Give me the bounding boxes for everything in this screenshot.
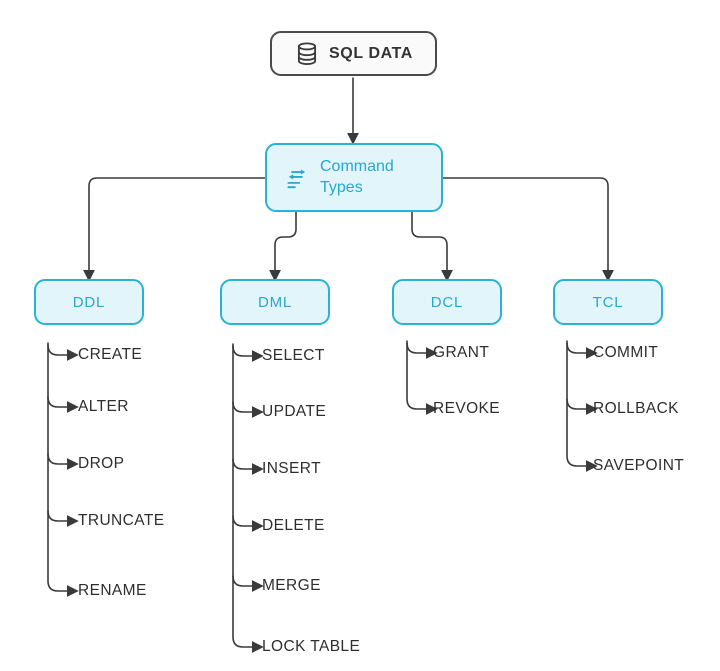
ddl-item-create: CREATE: [78, 346, 143, 363]
tcl-item-rollback: ROLLBACK: [593, 400, 679, 417]
dml-item-lock-table: LOCK TABLE: [262, 638, 361, 655]
connector-dml-item-update: [232, 401, 264, 418]
connector-dml-item-select: [232, 345, 264, 362]
connector-dml-item-insert: [232, 458, 264, 475]
dml-item-delete: DELETE: [262, 517, 325, 534]
dml-item-merge: MERGE: [262, 577, 321, 594]
ddl-item-truncate: TRUNCATE: [78, 512, 165, 529]
ddl-item-drop: DROP: [78, 455, 125, 472]
dml-item-insert: INSERT: [262, 460, 321, 477]
connector-tcl-item-rollback: [566, 398, 598, 415]
connector-ddl-item-create: [47, 344, 79, 361]
connector-dcl-item-grant: [406, 342, 438, 359]
connector-dcl-trunk: [406, 340, 438, 415]
connector-ddl-item-truncate: [47, 510, 79, 527]
connector-hub-to-dcl: [411, 211, 453, 282]
node-sql-data: SQL DATA: [270, 31, 437, 76]
connector-dml-item-merge: [232, 575, 264, 592]
node-tcl: TCL: [553, 279, 663, 325]
dml-item-select: SELECT: [262, 347, 325, 364]
connector-hub-to-tcl: [442, 177, 614, 282]
dcl-item-revoke: REVOKE: [433, 400, 501, 417]
ddl-item-alter: ALTER: [78, 398, 129, 415]
connector-dml-item-delete: [232, 515, 264, 532]
command-types-icon: [284, 165, 310, 191]
connector-tcl-item-commit: [566, 342, 598, 359]
connector-ddl-item-drop: [47, 453, 79, 470]
connector-hub-to-ddl: [83, 177, 266, 282]
root-label: SQL DATA: [329, 44, 413, 62]
dcl-item-grant: GRANT: [433, 344, 490, 361]
node-dml: DML: [220, 279, 330, 325]
ddl-label: DDL: [72, 293, 106, 311]
tcl-item-commit: COMMIT: [593, 344, 659, 361]
node-command-types: Command Types: [265, 143, 443, 212]
connector-ddl-trunk: [47, 342, 79, 597]
dml-item-update: UPDATE: [262, 403, 327, 420]
connector-hub-to-dml: [269, 211, 297, 282]
hub-label: Command Types: [320, 157, 394, 196]
connector-dml-trunk: [232, 343, 264, 653]
dml-label: DML: [257, 293, 293, 311]
tcl-item-savepoint: SAVEPOINT: [593, 457, 685, 474]
node-ddl: DDL: [34, 279, 144, 325]
connector-tcl-trunk: [566, 340, 598, 472]
node-dcl: DCL: [392, 279, 502, 325]
tcl-label: TCL: [592, 293, 624, 311]
database-icon: [294, 41, 320, 67]
ddl-item-rename: RENAME: [78, 582, 147, 599]
connector-ddl-item-alter: [47, 396, 79, 413]
dcl-label: DCL: [430, 293, 464, 311]
